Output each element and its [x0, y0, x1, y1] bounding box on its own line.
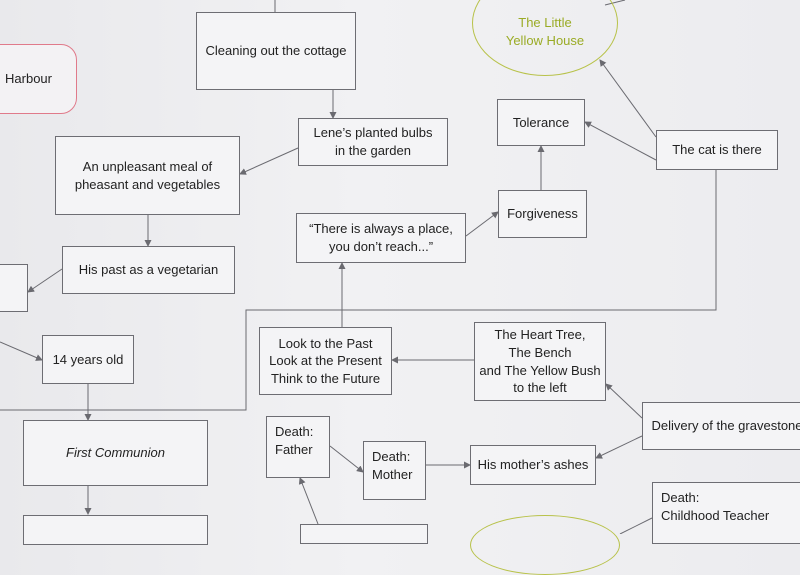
node-label: His mother’s ashes: [477, 457, 589, 473]
node-label: First Communion: [66, 445, 165, 461]
node-label: Delivery of the gravestone: [651, 418, 800, 434]
node-death-teacher: Death: Childhood Teacher: [652, 482, 800, 544]
node-label: Death: Mother: [372, 449, 413, 482]
node-label: Forgiveness: [507, 206, 578, 222]
connector-father-to-mother: [329, 445, 364, 473]
connector-delivery-to-ashes: [595, 435, 643, 459]
node-harbour: Harbour: [0, 44, 77, 114]
node-label: Lene’s planted bulbs in the garden: [313, 125, 433, 158]
node-lene-bulbs: Lene’s planted bulbs in the garden: [298, 118, 448, 166]
node-label: “There is always a place, you don’t reac…: [309, 221, 453, 254]
node-label: Harbour: [5, 71, 52, 87]
node-label: His past as a vegetarian: [78, 262, 219, 278]
connector-cat-to-house: [599, 59, 657, 138]
node-fourteen-years: 14 years old: [42, 335, 134, 384]
connector-bottom-to-father: [298, 477, 319, 525]
node-death-father: Death: Father: [266, 416, 330, 478]
connector-left-to-fourteen: [0, 341, 43, 361]
node-label: Tolerance: [512, 114, 570, 130]
node-label: Death: Childhood Teacher: [661, 490, 770, 523]
node-mothers-ashes: His mother’s ashes: [470, 445, 596, 485]
node-left-partial: [0, 264, 28, 312]
node-label: Look to the Past Look at the Present Thi…: [269, 335, 382, 386]
node-label: An unpleasant meal of pheasant and veget…: [74, 158, 221, 192]
connector-cat-to-tolerance: [584, 121, 657, 161]
node-tolerance: Tolerance: [497, 99, 585, 146]
node-label: Cleaning out the cottage: [205, 43, 347, 59]
node-bottom-left-partial: [23, 515, 208, 545]
node-forgiveness: Forgiveness: [498, 190, 587, 238]
node-cat-there: The cat is there: [656, 130, 778, 170]
node-delivery-gravestone: Delivery of the gravestone: [642, 402, 800, 450]
node-bottom-ellipse-partial: [470, 515, 620, 575]
connector-cat-loop: [0, 170, 717, 411]
connector-layer: [0, 0, 717, 534]
node-heart-tree: The Heart Tree, The Bench and The Yellow…: [474, 322, 606, 401]
node-label: The Little Yellow House: [505, 15, 585, 48]
node-unpleasant-meal: An unpleasant meal of pheasant and veget…: [55, 136, 240, 215]
node-first-communion: First Communion: [23, 420, 208, 486]
connector-vegetarian-to-left: [27, 268, 63, 293]
node-past-vegetarian: His past as a vegetarian: [62, 246, 235, 294]
connector-quote-to-forgiveness: [465, 211, 499, 237]
node-label: The Heart Tree, The Bench and The Yellow…: [479, 327, 601, 396]
connector-delivery-to-heart: [605, 383, 643, 419]
node-bottom-center-partial: [300, 524, 428, 544]
node-death-mother: Death: Mother: [363, 441, 426, 500]
node-label: The cat is there: [672, 142, 762, 158]
connector-teacher-down: [619, 517, 653, 534]
node-cleaning-cottage: Cleaning out the cottage: [196, 12, 356, 90]
node-always-place: “There is always a place, you don’t reac…: [296, 213, 466, 263]
node-label: 14 years old: [52, 351, 124, 367]
node-label: Death: Father: [275, 424, 314, 457]
connector-bulbs-to-meal: [239, 147, 299, 175]
node-look-past: Look to the Past Look at the Present Thi…: [259, 327, 392, 395]
